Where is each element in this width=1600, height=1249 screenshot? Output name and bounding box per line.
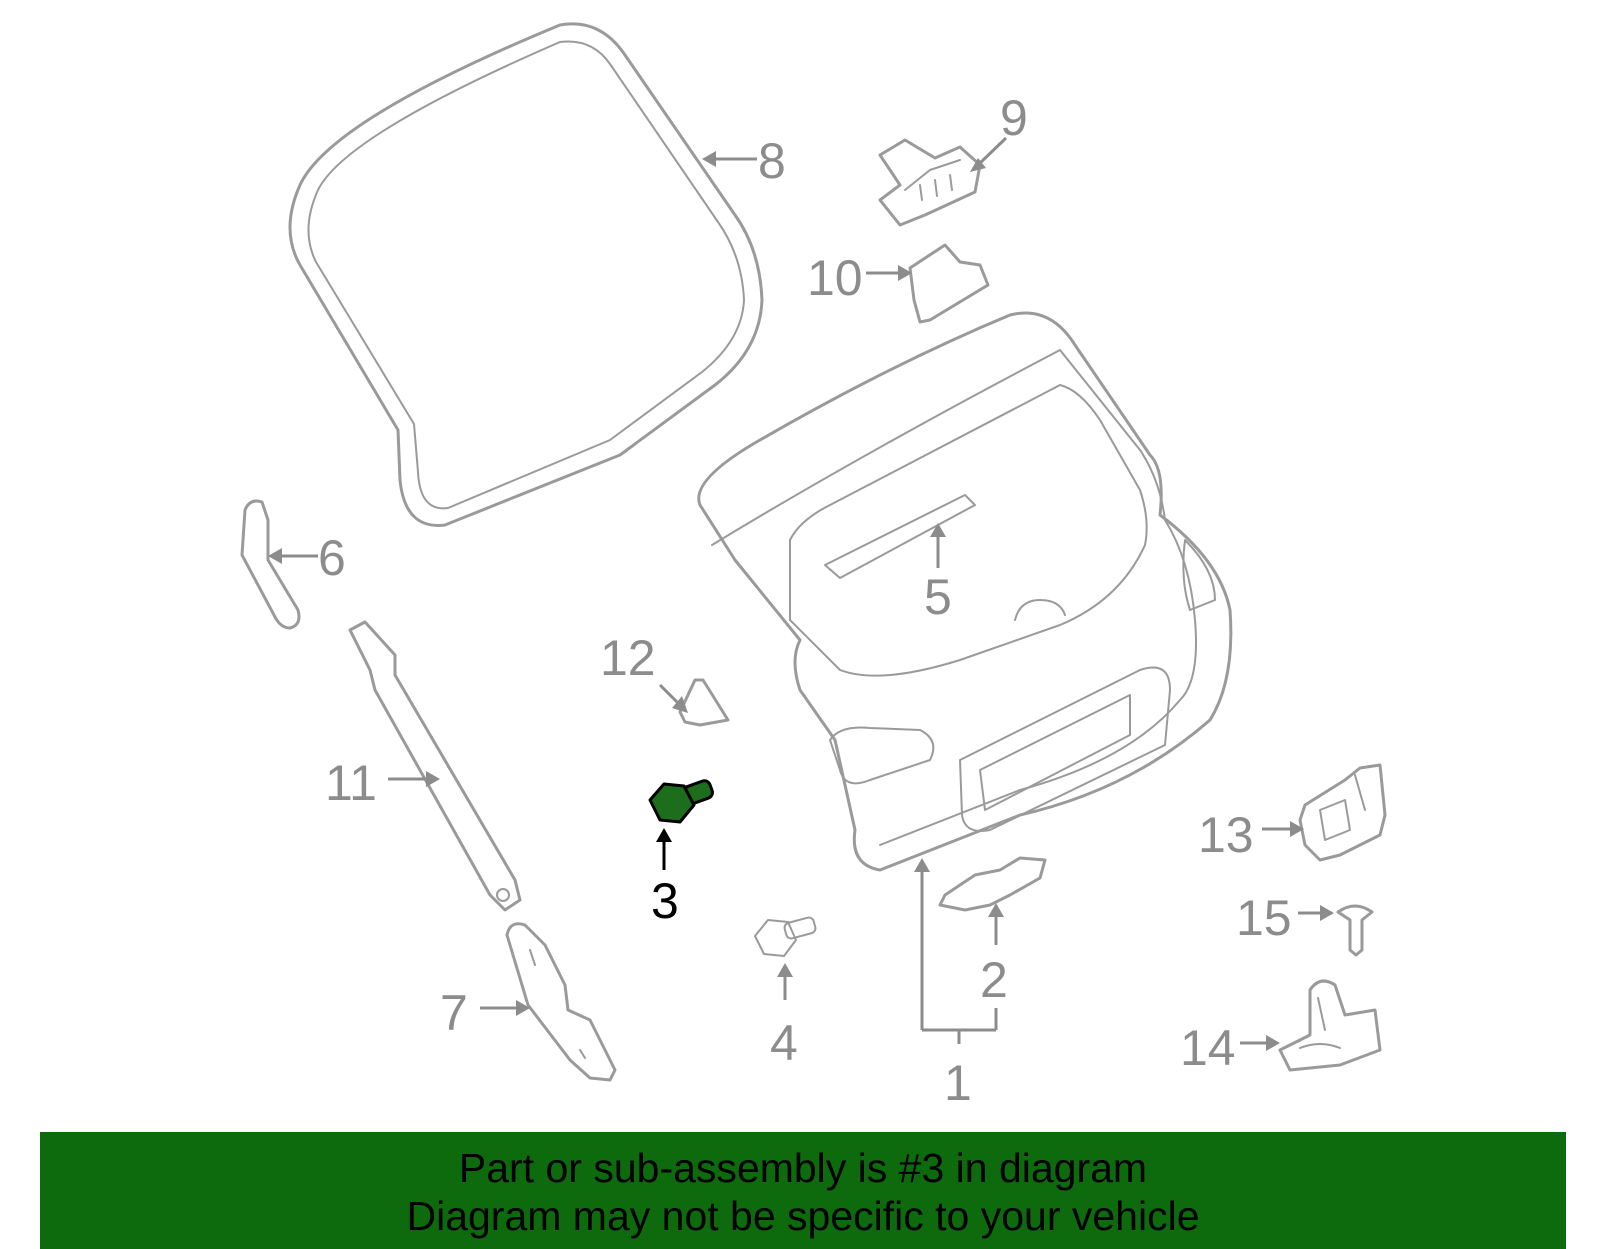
part-14-striker xyxy=(1278,979,1382,1072)
callout-11: 11 xyxy=(325,755,440,811)
part-4-bolt xyxy=(754,916,817,957)
part-8-glass-seal xyxy=(288,22,764,527)
callout-9: 9 xyxy=(970,90,1028,172)
callout-9-label: 9 xyxy=(1000,90,1028,146)
callout-10: 10 xyxy=(807,250,912,306)
callout-5-label: 5 xyxy=(924,569,952,625)
part-13-latch xyxy=(1298,763,1387,862)
callout-15: 15 xyxy=(1236,890,1334,946)
callout-13: 13 xyxy=(1198,807,1304,863)
callout-12-label: 12 xyxy=(600,630,656,686)
callout-12: 12 xyxy=(600,630,688,713)
callout-1-label: 1 xyxy=(944,1055,972,1111)
part-7-hinge-cover xyxy=(505,922,617,1082)
callout-2-label: 2 xyxy=(980,952,1008,1008)
part-2-hinge xyxy=(938,856,1047,912)
callout-4: 4 xyxy=(770,963,798,1071)
callout-8: 8 xyxy=(702,133,786,189)
part-12-bracket xyxy=(678,678,730,727)
callout-2: 2 xyxy=(980,903,1008,1008)
part-3-bolt-highlighted xyxy=(648,779,714,824)
callout-3-label: 3 xyxy=(651,873,679,929)
callout-10-label: 10 xyxy=(807,250,863,306)
part-11-strut xyxy=(348,620,522,912)
callout-7: 7 xyxy=(440,985,530,1041)
callout-7-label: 7 xyxy=(440,985,468,1041)
banner-line-1: Part or sub-assembly is #3 in diagram xyxy=(458,1145,1148,1191)
callout-14-label: 14 xyxy=(1180,1020,1236,1076)
part-15-screw xyxy=(1336,904,1374,957)
part-6-trim xyxy=(240,499,301,630)
notice-banner: Part or sub-assembly is #3 in diagram Di… xyxy=(40,1132,1566,1249)
callout-14: 14 xyxy=(1180,1020,1280,1076)
callout-8-label: 8 xyxy=(758,133,786,189)
callout-6: 6 xyxy=(268,530,346,586)
part-1-liftgate xyxy=(697,311,1233,872)
callout-1: 1 xyxy=(914,858,998,1111)
callout-11-label: 11 xyxy=(325,755,377,811)
callout-15-label: 15 xyxy=(1236,890,1292,946)
part-10-cover xyxy=(908,243,990,324)
part-9-bracket xyxy=(878,138,982,227)
callout-13-label: 13 xyxy=(1198,807,1254,863)
callout-5: 5 xyxy=(924,523,952,625)
banner-line-2: Diagram may not be specific to your vehi… xyxy=(406,1193,1200,1239)
callout-6-label: 6 xyxy=(318,530,346,586)
callout-3: 3 xyxy=(651,828,679,929)
callout-4-label: 4 xyxy=(770,1015,798,1071)
